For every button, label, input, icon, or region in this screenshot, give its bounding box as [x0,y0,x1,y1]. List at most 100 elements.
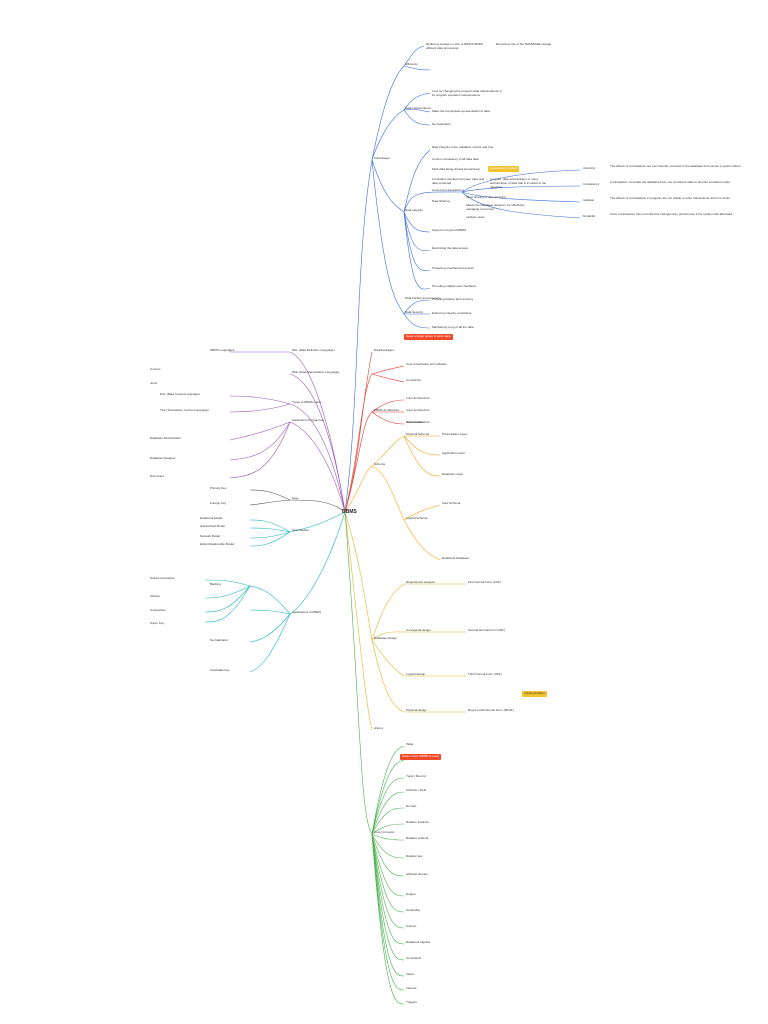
core-concepts-node[interactable]: Core Concepts [374,830,395,834]
design-step-4-detail: Boyce-Codd Normal Form (BCNF) [468,708,514,712]
data-integrity-item-1: Data Integrity is the validation correct… [432,145,494,149]
languages-node[interactable]: DBMS Languages [210,348,235,352]
data-independence-item-2: Make the conceptual representation of da… [432,109,490,113]
security-item-4: Providing multiple user interfaces [432,284,477,288]
language-dcl: DCL (Data Control Language) [160,392,200,396]
models-links [204,511,346,673]
normalization-node[interactable]: Normalization [210,638,229,642]
efficiency-item-2: Removing size of the DATABASE storage [496,42,552,46]
concept-constraints: Constraints [406,956,422,960]
security-item-1: Support encrypted DBMS [432,228,467,232]
architecture-left-links [249,489,346,513]
acid-isolation[interactable]: Isolation [583,198,595,202]
schema-view: Database Layer [442,472,464,476]
implementation-tag: Implementation [522,691,547,697]
concept-relational-algebra: Relational algebra [406,940,431,944]
model-relational: Relational Model [200,516,223,520]
concept-relation-instance: Relation instance [406,820,430,824]
acid-durability[interactable]: Durability [583,214,596,218]
language-tcl: TCL (Transaction Control Language) [160,408,209,412]
backup-item-1: Providing backup and recovery [432,297,474,301]
schema-group-logical: Logical Schema [406,516,428,520]
data-security-node[interactable]: Data Security [405,310,424,314]
architecture-2tier: 2-tier Architecture [406,408,430,412]
data-sharing-item-1: Allow sharing of data all along [466,195,506,199]
concept-relation-key: Relation key [406,854,423,858]
stored-procedures: Stored procedures [150,576,175,580]
design-step-1-detail: First Normal Form (1NF) [468,580,501,584]
design-step-2-detail: Second Normal Form (2NF) [468,628,506,632]
backup-node[interactable]: Data backup and recovery [405,296,441,300]
application-universities: Universities [150,608,166,612]
keys-super: Super Key [150,621,165,625]
schema-node[interactable]: Schema [374,462,386,466]
concept-degree: Degree [406,892,416,896]
data-integrity-item-4: Constraint checked computer rules and da… [432,177,485,185]
user-designer: Database Designer [150,456,176,460]
relational-database-tag: Areas where DBMS is used [400,754,441,760]
backup-item-3: Maintaining a log of all the data [432,325,474,329]
schema-view-item: Relational Database [442,556,470,560]
concept-cardinality: Cardinality [406,908,421,912]
data-sharing-node[interactable]: Data Sharing [432,199,450,203]
dbms-architecture-node[interactable]: DBMS Architecture [374,408,400,412]
key-foreign: Foreign Key [210,501,227,505]
model-hierarchical: Hierarchical Model [200,524,225,528]
joins-node: Joins [150,381,158,385]
concepts-links [344,511,405,1005]
disadvantage-item-1: Cost of hardware and software [406,362,447,366]
architecture-1tier: 1-tier Architecture [406,396,430,400]
users-node[interactable]: Types of DBMS Users [292,400,322,404]
root-node[interactable]: DBMS [342,509,357,515]
models-node[interactable]: Data Models [292,528,309,532]
key-primary: Primary Key [210,486,227,490]
concept-table: Table [406,742,414,746]
need-space-tag: Need a larger space to store data [404,334,453,340]
data-integrity-node[interactable]: Data Integrity [405,208,423,212]
acid-atomicity-text: The effects of a transaction are permane… [610,164,742,168]
history-node[interactable]: History [374,726,384,730]
schema-physical: Presentation Layer [442,432,468,436]
efficiency-node[interactable]: Efficiency [405,62,418,66]
acid-isolation-text: The effects of a transaction in progress… [610,196,731,200]
schema-group-physical: Physical Schema [406,432,430,436]
data-independence-item-1: Cost for changing the program data indep… [432,89,502,97]
design-step-3: Logical design [406,672,426,676]
languages-links [229,351,346,513]
acid-consistency-text: A transaction must take the database fro… [610,180,731,184]
data-integrity-item-3: Multi data being shared interactively [432,167,480,171]
keys-candidate: Candidate Key [210,668,230,672]
acid-atomicity[interactable]: Atomicity [583,166,596,170]
keys-node[interactable]: Keys [292,496,299,500]
concept-attribute-domain: Attribute domain [406,872,428,876]
concept-attribute: Attribute / Field [406,788,427,792]
language-dml: DML (Data Manipulation Language) [292,370,340,374]
advantages-node[interactable]: Advantages [374,156,390,160]
design-links [344,511,466,731]
model-er: Entity-Relationship Model [200,542,235,546]
concept-tuple: Tuple / Record [406,774,426,778]
user-programmer: Application Programmer [292,418,325,422]
applications-node[interactable]: Applications of DBMS [292,610,322,614]
data-independence-node[interactable]: Data Independence [405,106,432,110]
concept-column: Column [406,924,417,928]
acid-durability-text: Once a transaction has committed its cha… [610,212,734,216]
data-sharing-item-3: multiple users [466,215,485,219]
disadvantage-item-2: Complexity [406,378,421,382]
concept-triggers: Triggers [406,1000,417,1004]
concept-domain: Domain [406,804,417,808]
schema-logical-item: View Schema [442,501,461,505]
user-dba: Database Administrator [150,436,182,440]
database-design-node[interactable]: Database Design [374,636,398,640]
advantages-links [344,45,581,513]
security-item-3: Protecting unauthorized access [432,266,474,270]
disadvantages-node[interactable]: Disadvantages [374,348,394,352]
concurrent-transactions-node[interactable]: Concurrent transactions [432,188,464,192]
acid-consistency[interactable]: Consistency [583,182,600,186]
security-item-2: Restricting the data access [432,246,469,250]
data-integrity-item-4b: program, data administrator or many auth… [490,177,547,189]
design-step-3-detail: Third Normal Form (3NF) [468,672,502,676]
performance-node: Performance [406,420,424,424]
